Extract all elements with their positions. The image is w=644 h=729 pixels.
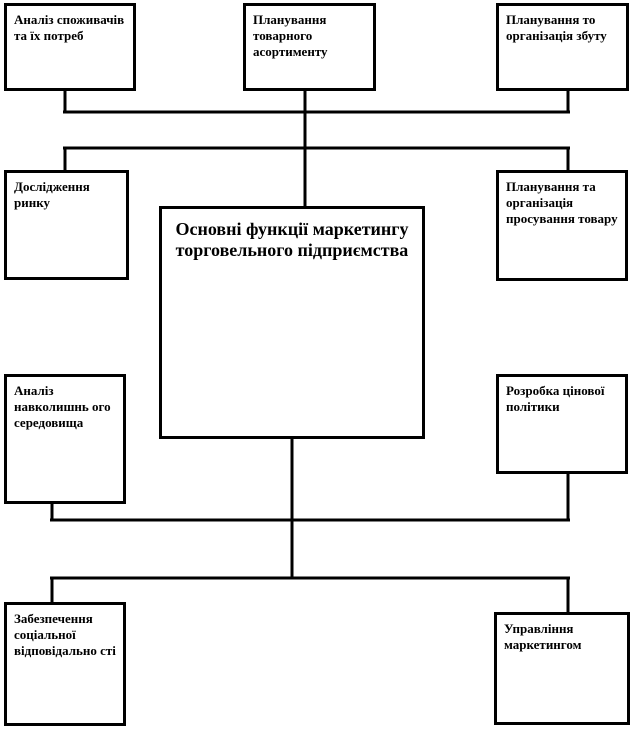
box-label: Забезпечення соціальної відповідально ст…	[14, 611, 116, 658]
box-label: Управління маркетингом	[504, 621, 582, 652]
box-marketing-management: Управління маркетингом	[494, 612, 630, 725]
box-label: Планування то організація збуту	[506, 12, 607, 43]
box-label: Планування та організація просування тов…	[506, 179, 618, 226]
box-pricing-policy: Розробка цінової політики	[496, 374, 628, 474]
box-promotion-planning: Планування та організація просування тов…	[496, 170, 628, 281]
box-market-research: Дослідження ринку	[4, 170, 129, 280]
box-core-functions: Основні функції маркетингу торговельного…	[159, 206, 425, 439]
box-social-responsibility: Забезпечення соціальної відповідально ст…	[4, 602, 126, 726]
box-label: Аналіз споживачів та їх потреб	[14, 12, 125, 43]
box-assortment-planning: Планування товарного асортименту	[243, 3, 376, 91]
box-label: Аналіз навколишнь ого середовища	[14, 383, 111, 430]
box-label: Розробка цінової політики	[506, 383, 605, 414]
box-label: Планування товарного асортименту	[253, 12, 328, 59]
center-title: Основні функції маркетингу торговельного…	[175, 219, 409, 260]
box-environment-analysis: Аналіз навколишнь ого середовища	[4, 374, 126, 504]
box-consumer-analysis: Аналіз споживачів та їх потреб	[4, 3, 136, 91]
box-sales-planning: Планування то організація збуту	[496, 3, 629, 91]
box-label: Дослідження ринку	[14, 179, 90, 210]
